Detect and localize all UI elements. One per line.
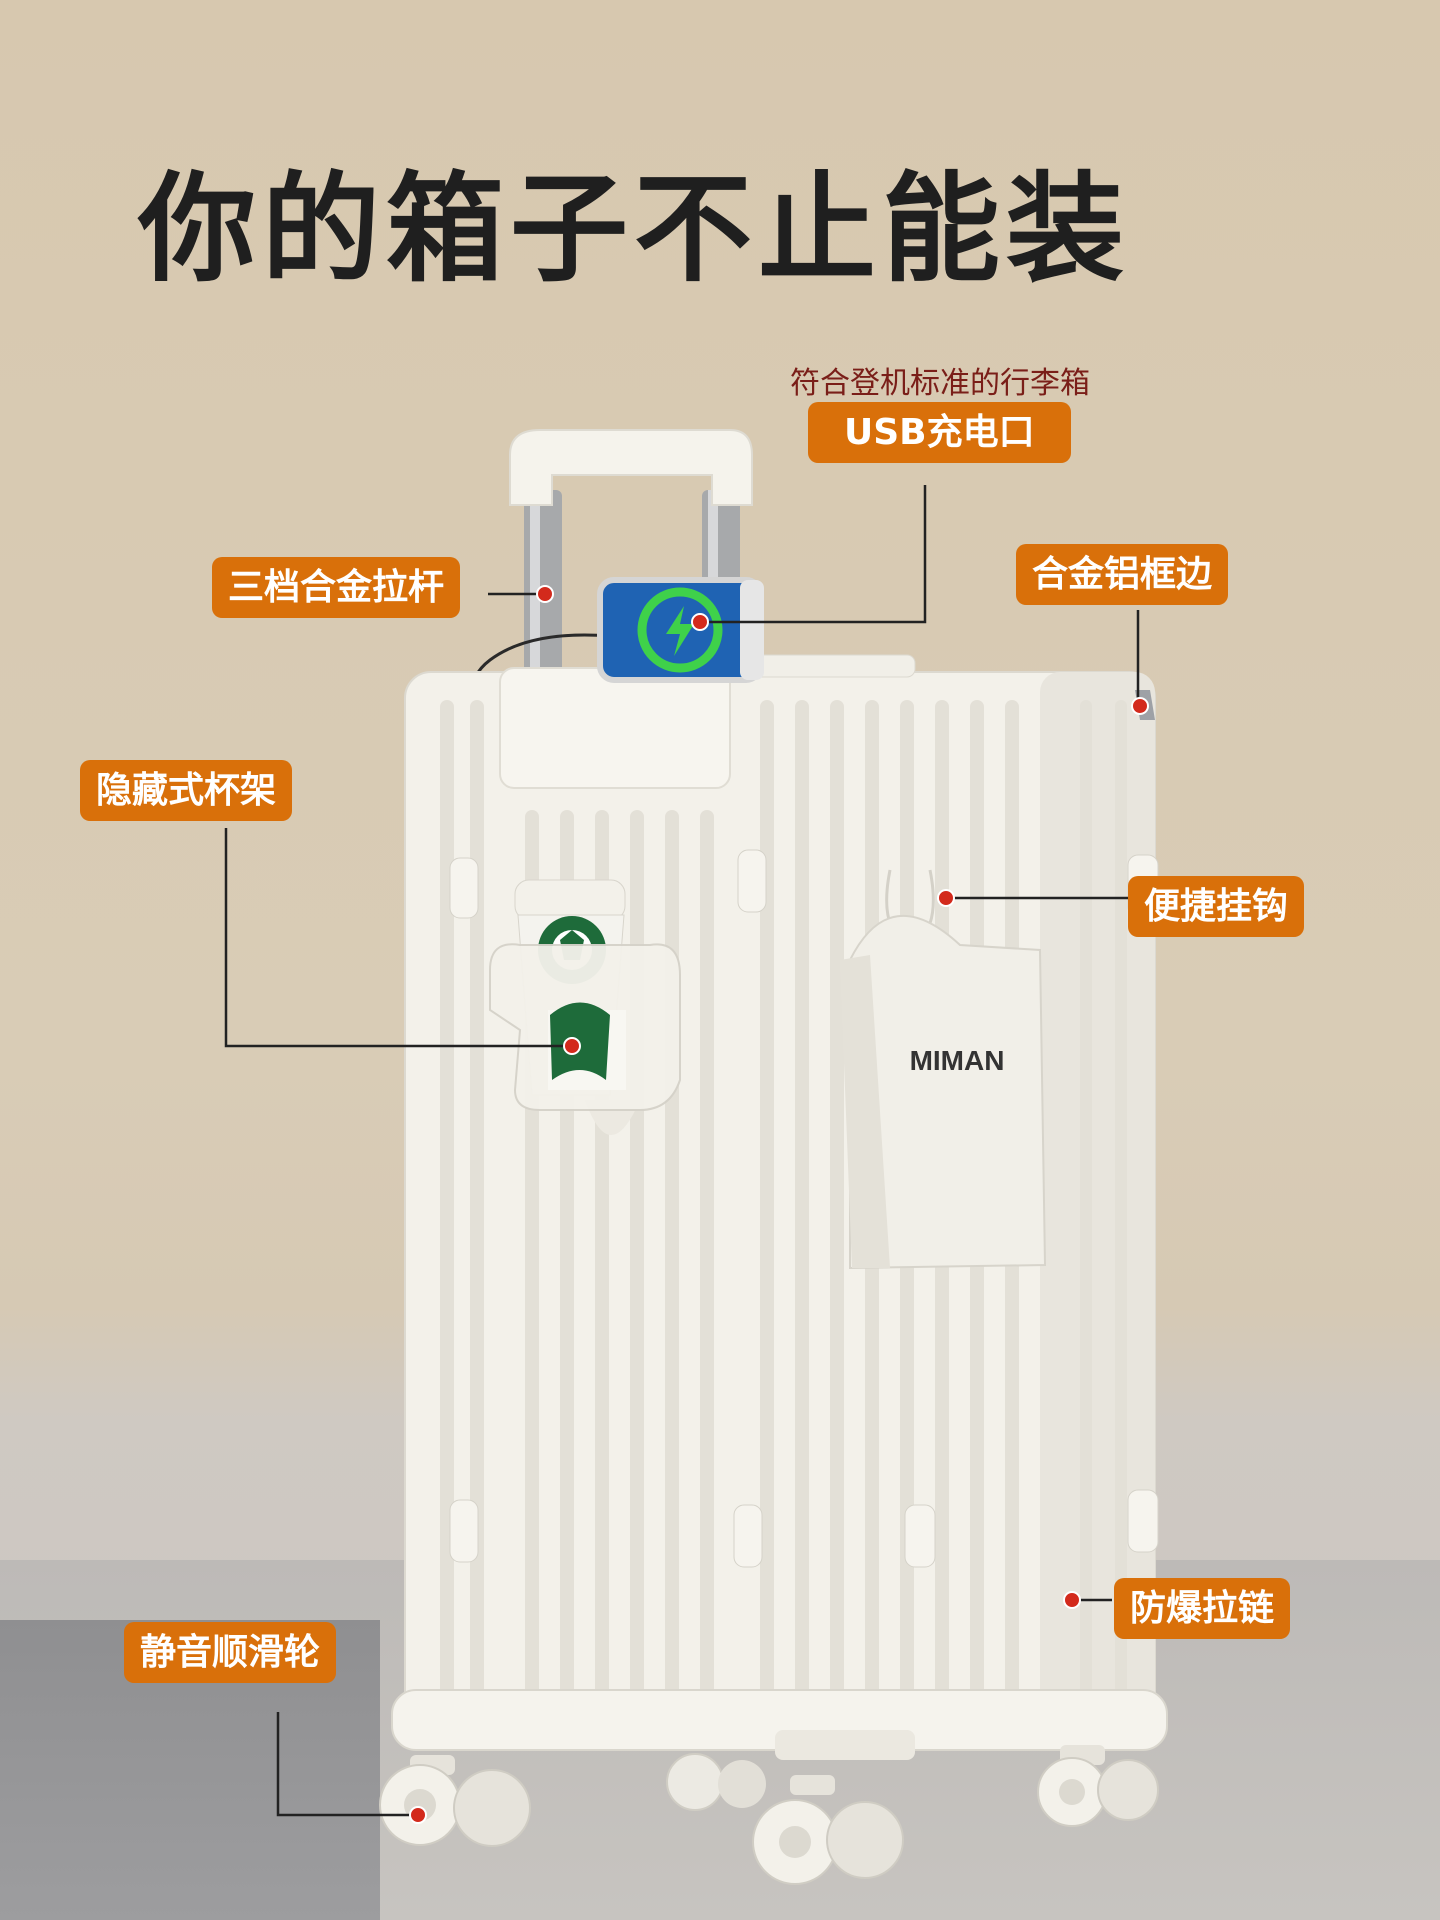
charging-bolt-icon — [666, 606, 694, 656]
callout-frame: 合金铝框边 — [1016, 544, 1229, 606]
cup-holder — [489, 879, 681, 1135]
marker-cup-holder — [563, 1037, 581, 1055]
marker-usb — [691, 613, 709, 631]
callout-hook: 便捷挂钩 — [1128, 876, 1305, 938]
callout-zipper: 防爆拉链 — [1114, 1578, 1291, 1640]
wheel-back-middle — [666, 1753, 766, 1811]
suitcase-body — [391, 654, 1168, 1760]
marker-frame — [1131, 697, 1149, 715]
headline: 你的箱子不止能装 — [138, 160, 1131, 298]
charging-ring — [637, 587, 723, 673]
bag-brand-label: MIMAN — [910, 1045, 1005, 1076]
marker-zipper — [1063, 1591, 1081, 1609]
subtitle: 符合登机标准的行李箱 — [790, 366, 1090, 401]
callout-usb: USB充电口 — [808, 402, 1071, 464]
callout-cup-holder: 隐藏式杯架 — [80, 760, 293, 822]
wheel-back-right — [1037, 1745, 1159, 1827]
callout-markers — [409, 585, 1149, 1824]
callout-wheels: 静音顺滑轮 — [124, 1622, 337, 1684]
shopping-bag: MIMAN — [840, 869, 1047, 1270]
wheel-front-right — [752, 1775, 904, 1885]
marker-handle — [536, 585, 554, 603]
leader-lines — [224, 485, 1140, 1817]
callout-handle: 三档合金拉杆 — [212, 557, 461, 619]
wheels — [379, 1745, 1159, 1885]
marker-hook — [937, 889, 955, 907]
wheel-front-left — [379, 1755, 531, 1847]
phone — [597, 577, 764, 683]
marker-wheels — [409, 1806, 427, 1824]
